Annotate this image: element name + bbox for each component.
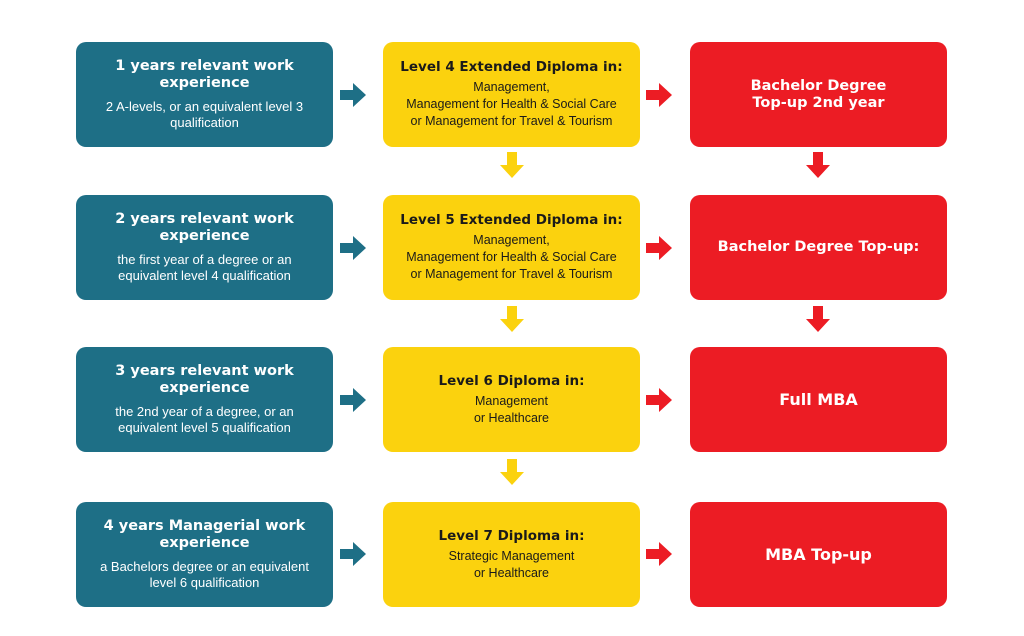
experience-box-1: 1 years relevant work experience 2 A-lev… xyxy=(76,42,333,147)
outcome-title: Bachelor Degree Top-up: xyxy=(717,239,920,255)
outcome-box-1: Bachelor Degree Top-up 2nd year xyxy=(690,42,947,147)
diploma-subject: Management for Health & Social Care xyxy=(406,97,617,111)
diploma-title: Level 6 Diploma in: xyxy=(438,372,585,389)
arrow-right-icon xyxy=(340,236,366,260)
diploma-subject: Management xyxy=(475,393,548,408)
experience-description: the 2nd year of a degree, or an equivale… xyxy=(115,404,294,435)
experience-description: 2 A-levels, or an equivalent level 3 qua… xyxy=(105,99,304,130)
arrow-right-icon xyxy=(646,542,672,566)
arrow-right-icon xyxy=(646,236,672,260)
outcome-title: MBA Top-up xyxy=(765,545,872,564)
arrow-down-icon xyxy=(500,459,524,485)
arrow-down-icon xyxy=(806,306,830,332)
arrow-down-icon xyxy=(500,152,524,178)
experience-title: 2 years relevant work experience xyxy=(115,211,294,244)
experience-box-3: 3 years relevant work experience the 2nd… xyxy=(76,347,333,452)
arrow-right-icon xyxy=(646,83,672,107)
experience-title: 4 years Managerial work experience xyxy=(103,518,306,551)
diploma-subject: or Healthcare xyxy=(473,565,550,580)
diploma-subject: Management, xyxy=(473,80,550,94)
experience-title: 3 years relevant work experience xyxy=(115,363,294,396)
outcome-box-2: Bachelor Degree Top-up: xyxy=(690,195,947,300)
arrow-right-icon xyxy=(340,542,366,566)
experience-description: the first year of a degree or an equival… xyxy=(117,252,292,283)
experience-box-2: 2 years relevant work experience the fir… xyxy=(76,195,333,300)
diploma-title: Level 7 Diploma in: xyxy=(438,527,585,544)
outcome-box-4: MBA Top-up xyxy=(690,502,947,607)
outcome-title: Top-up 2nd year xyxy=(752,94,885,111)
diploma-box-3: Level 6 Diploma in: Management or Health… xyxy=(383,347,640,452)
diploma-box-1: Level 4 Extended Diploma in: Management,… xyxy=(383,42,640,147)
experience-box-4: 4 years Managerial work experience a Bac… xyxy=(76,502,333,607)
diploma-subject: or Management for Travel & Tourism xyxy=(410,267,613,281)
outcome-title: Bachelor Degree xyxy=(750,77,887,94)
diploma-title: Level 4 Extended Diploma in: xyxy=(400,59,623,75)
arrow-right-icon xyxy=(646,388,672,412)
diploma-subject: Management, xyxy=(473,233,550,247)
diploma-subject: or Management for Travel & Tourism xyxy=(410,114,613,128)
arrow-right-icon xyxy=(340,83,366,107)
experience-title: 1 years relevant work experience xyxy=(115,58,294,91)
diploma-subject: or Healthcare xyxy=(473,410,550,425)
outcome-box-3: Full MBA xyxy=(690,347,947,452)
arrow-down-icon xyxy=(806,152,830,178)
diploma-subject: Management for Health & Social Care xyxy=(406,250,617,264)
outcome-title: Full MBA xyxy=(779,390,858,409)
diploma-title: Level 5 Extended Diploma in: xyxy=(400,212,623,228)
experience-description: a Bachelors degree or an equivalent leve… xyxy=(100,559,309,590)
arrow-down-icon xyxy=(500,306,524,332)
diploma-box-4: Level 7 Diploma in: Strategic Management… xyxy=(383,502,640,607)
arrow-right-icon xyxy=(340,388,366,412)
diploma-box-2: Level 5 Extended Diploma in: Management,… xyxy=(383,195,640,300)
diploma-subject: Strategic Management xyxy=(448,548,575,563)
